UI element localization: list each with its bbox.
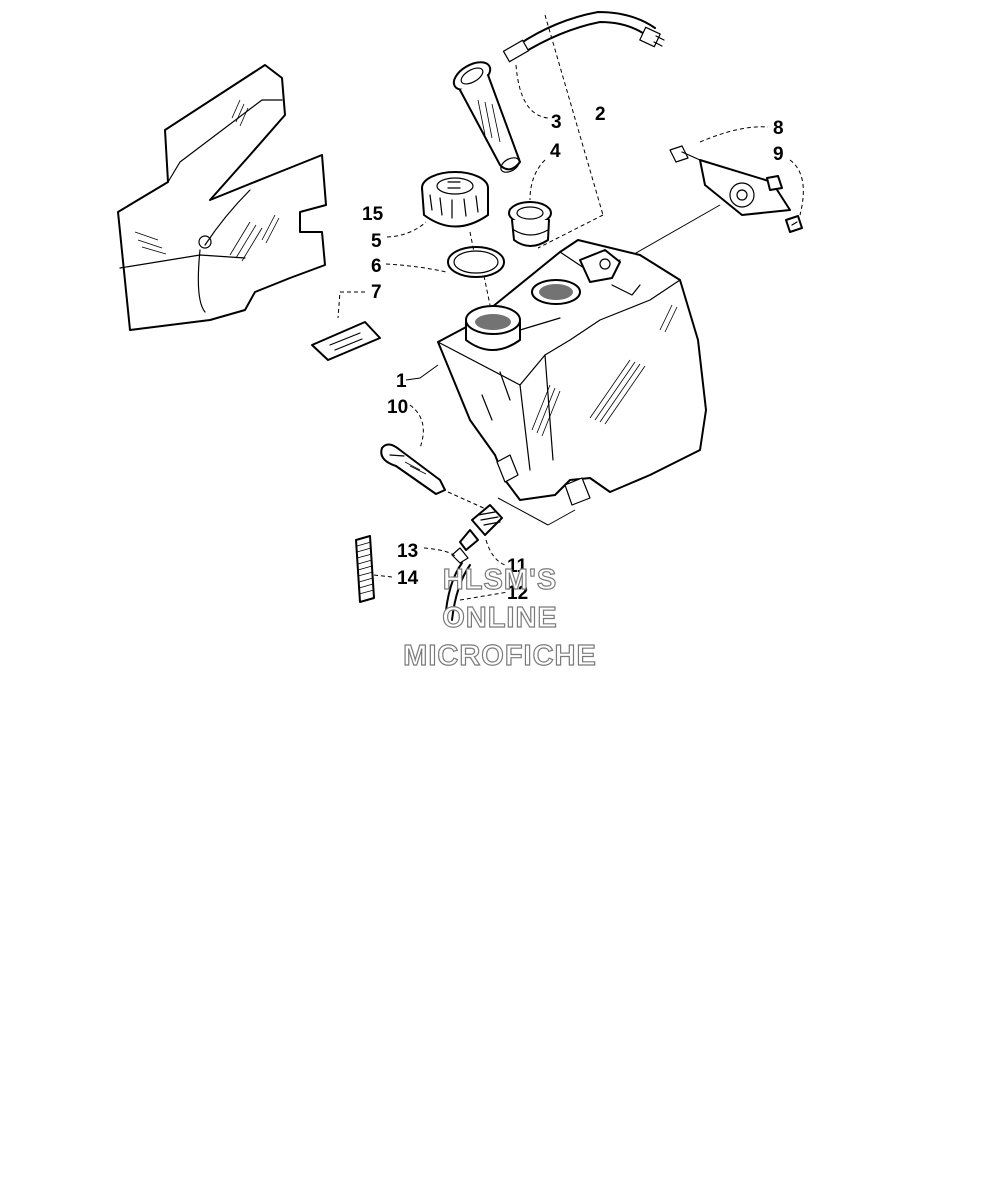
callout-11: 11 (507, 556, 528, 577)
part-1-fuel-tank (405, 239, 707, 526)
callout-4: 4 (550, 141, 561, 162)
callout-10: 10 (387, 397, 408, 418)
watermark: HLSM'S ONLINE MICROFICHE (403, 563, 597, 672)
callout-6: 6 (371, 256, 382, 277)
callout-7: 7 (371, 282, 382, 303)
part-11-fitting (459, 497, 549, 566)
callout-8: 8 (773, 118, 784, 139)
part-2-sender-hose (502, 11, 665, 249)
part-4-grommet (508, 159, 552, 247)
watermark-line-3: MICROFICHE (403, 640, 597, 672)
watermark-line-2: ONLINE (442, 602, 558, 634)
callout-12: 12 (507, 583, 528, 604)
part-6-gasket (385, 231, 505, 306)
part-12-13-hose (423, 547, 509, 621)
callout-14: 14 (397, 568, 419, 589)
part-5-gas-cap (386, 171, 489, 238)
callout-2: 2 (595, 104, 606, 125)
callout-9: 9 (773, 144, 784, 165)
part-7-decal (311, 291, 381, 361)
callout-15: 15 (362, 204, 384, 225)
callout-1: 1 (396, 371, 407, 392)
callout-3: 3 (551, 112, 562, 133)
part-10-clamp (380, 404, 489, 511)
watermark-line-1: HLSM'S (443, 564, 557, 596)
callout-5: 5 (371, 231, 382, 252)
part-14-stud (355, 535, 393, 603)
part-8-9-bracket (614, 126, 804, 266)
part-3-filler-tube (452, 61, 549, 173)
callout-13: 13 (397, 541, 418, 562)
part-15-shield (117, 64, 327, 331)
